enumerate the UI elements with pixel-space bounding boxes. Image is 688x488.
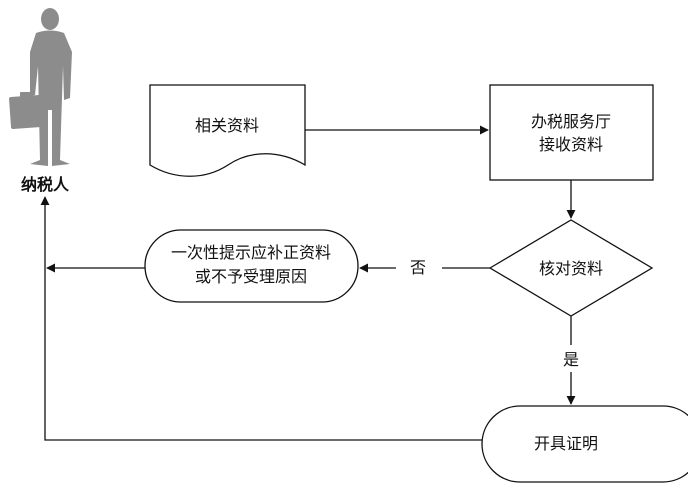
check-label: 核对资料 bbox=[539, 259, 603, 278]
actor-label: 纳税人 bbox=[21, 175, 70, 194]
certificate-node: 开具证明 bbox=[481, 405, 688, 483]
notify-label-line2: 或不予受理原因 bbox=[195, 267, 307, 286]
edge-yes-label: 是 bbox=[563, 350, 579, 369]
certificate-right-cap bbox=[662, 405, 688, 483]
tax-hall-label-line2: 接收资料 bbox=[539, 135, 603, 154]
edge-no-label: 否 bbox=[410, 258, 426, 277]
tax-hall-node: 办税服务厅 接收资料 bbox=[489, 84, 654, 181]
tax-hall-label-line1: 办税服务厅 bbox=[531, 112, 611, 131]
certificate-label: 开具证明 bbox=[534, 434, 598, 453]
notify-label-line1: 一次性提示应补正资料 bbox=[171, 243, 331, 262]
check-decision-node: 核对资料 bbox=[488, 219, 654, 317]
documents-label: 相关资料 bbox=[195, 116, 259, 135]
person-with-briefcase-icon bbox=[9, 8, 72, 166]
documents-node: 相关资料 bbox=[149, 84, 306, 177]
notify-node: 一次性提示应补正资料 或不予受理原因 bbox=[144, 229, 359, 303]
arrow-certificate-to-taxpayer bbox=[40, 196, 482, 441]
